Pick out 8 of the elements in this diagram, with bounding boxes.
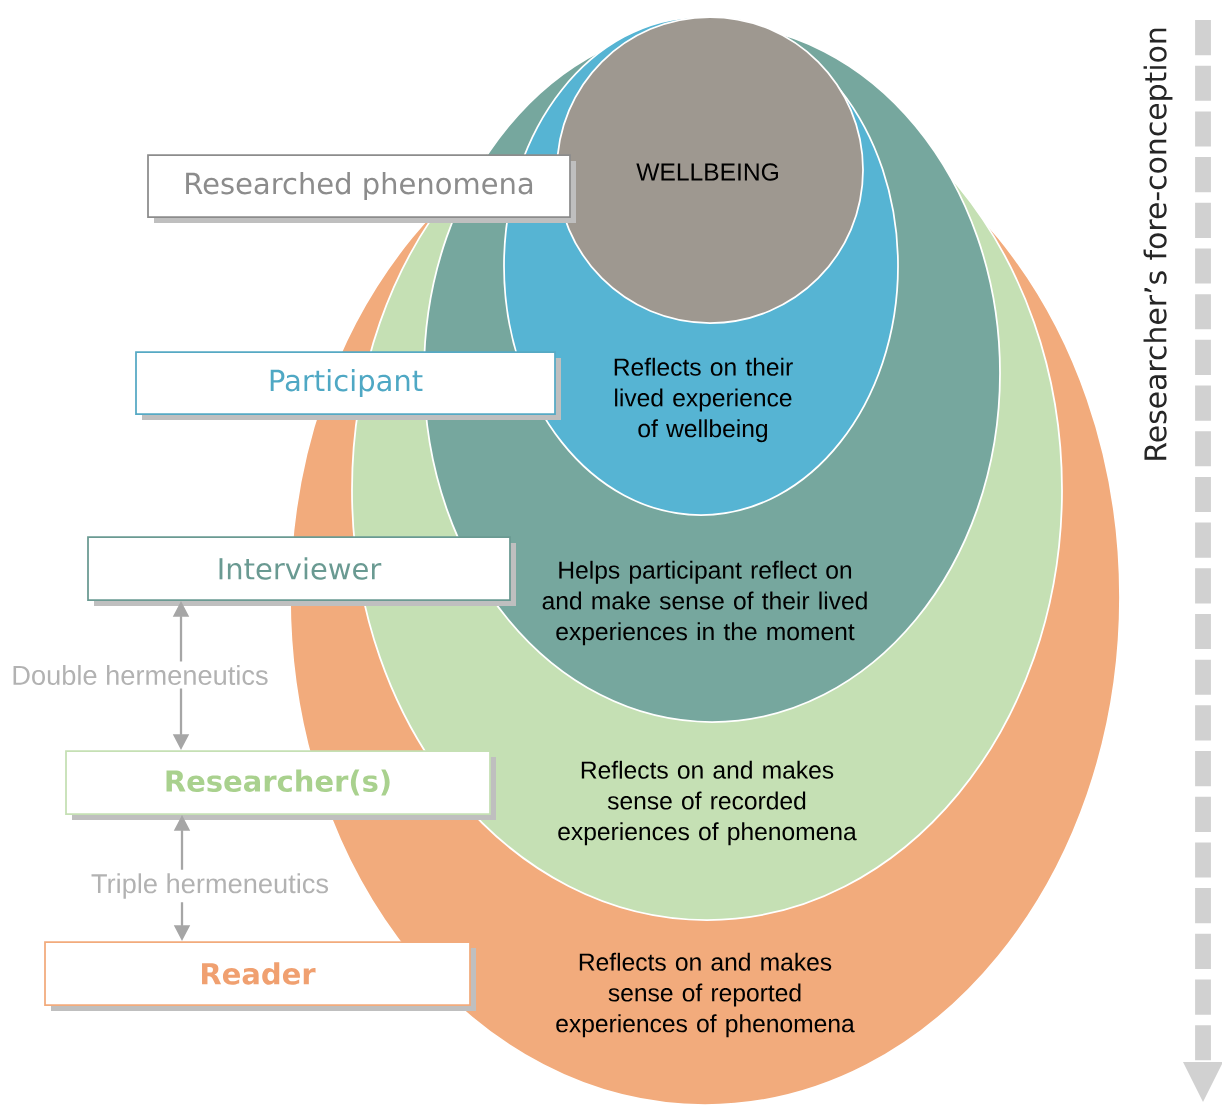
edge-label: Double hermeneutics (7, 661, 273, 689)
label-box: Interviewer (87, 536, 516, 606)
label-box: Reader (44, 941, 476, 1011)
label-box: Researcher(s) (65, 750, 496, 820)
edge-label: Triple hermeneutics (87, 869, 333, 903)
label-box: Researched phenomena (147, 154, 576, 223)
side-label: Researcher’s fore-conception (1143, 28, 1173, 460)
label-box: Participant (135, 351, 561, 420)
